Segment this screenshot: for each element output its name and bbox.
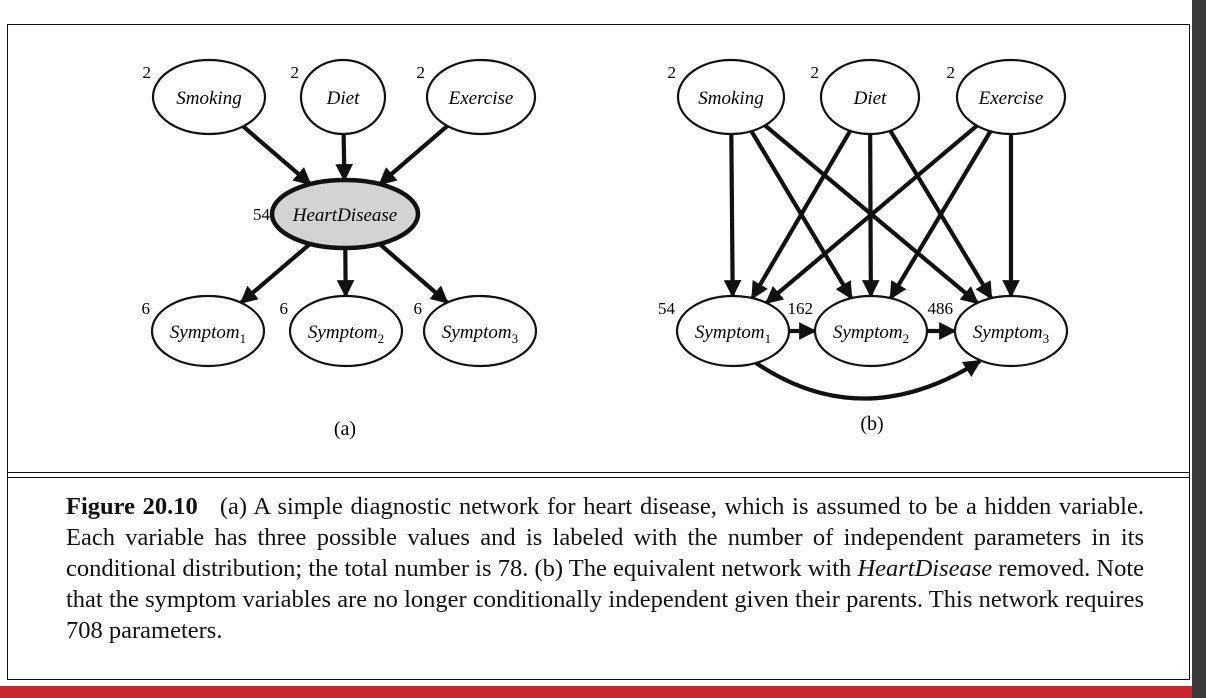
node-b-symptom2-subscript: 2	[903, 331, 910, 346]
node-a-diet-label: Diet	[326, 88, 360, 109]
node-a-smoking-label: Smoking	[176, 88, 241, 109]
node-a-diet-ellipse	[299, 58, 387, 136]
caption-divider-bottom	[8, 477, 1189, 478]
node-b-symptom3-ellipse	[953, 294, 1069, 368]
node-b-diet-ellipse	[819, 58, 921, 136]
node-a-heartdisease-label: HeartDisease	[292, 205, 397, 226]
caption-math-term: HeartDisease	[857, 555, 993, 582]
node-a-symptom3-ellipse	[422, 294, 538, 368]
node-a-heartdisease-param-count: 54	[253, 205, 271, 224]
node-b-symptom3-label: Symptom3	[973, 322, 1049, 346]
node-b-symptom2-label: Symptom2	[833, 322, 909, 346]
node-b-symptom2-param-count: 162	[788, 299, 814, 318]
edges-layer	[239, 123, 1020, 401]
node-b-symptom1-subscript: 1	[765, 331, 772, 346]
edge-a-smoking-to-heartdisease	[241, 124, 312, 186]
node-b-exercise: Exercise 2	[947, 58, 1067, 136]
node-a-symptom2-label: Symptom2	[308, 322, 384, 346]
node-a-diet: Diet 2	[291, 58, 387, 136]
window-right-edge	[1192, 0, 1206, 698]
edge-a-heartdisease-to-symptom1	[239, 242, 312, 305]
node-b-symptom1-param-count: 54	[658, 299, 676, 318]
node-b-symptom3-param-count: 486	[928, 299, 954, 318]
node-b-smoking: Smoking 2	[668, 58, 786, 136]
edge-a-heartdisease-to-symptom3	[378, 242, 449, 305]
node-b-smoking-ellipse	[676, 58, 786, 136]
node-a-symptom1-label: Symptom1	[170, 322, 246, 346]
edge-b-diet-to-symptom1	[750, 129, 852, 300]
node-a-symptom1-subscript: 1	[240, 331, 247, 346]
node-a-symptom2-ellipse	[288, 294, 404, 368]
node-b-exercise-param-count: 2	[947, 63, 956, 82]
node-a-symptom3-subscript: 3	[512, 331, 519, 346]
node-b-diet-param-count: 2	[811, 63, 820, 82]
caption-text-part2: removed. Note that the symptom variables…	[66, 555, 1144, 644]
node-b-symptom3-subscript: 3	[1043, 331, 1050, 346]
node-a-symptom3: Symptom3 6	[414, 294, 538, 368]
node-b-exercise-label: Exercise	[978, 88, 1044, 109]
caption-divider-top	[8, 472, 1189, 473]
node-a-symptom3-label: Symptom3	[442, 322, 518, 346]
node-b-diet: Diet 2	[811, 58, 921, 136]
node-a-exercise-label: Exercise	[448, 88, 514, 109]
node-a-heartdisease: HeartDisease 54	[253, 177, 421, 251]
node-b-exercise-ellipse	[955, 58, 1067, 136]
node-a-symptom2-param-count: 6	[280, 299, 289, 318]
edge-b-symptom1-to-symptom3	[754, 359, 982, 401]
node-a-symptom1-param-count: 6	[142, 299, 151, 318]
node-b-symptom2-ellipse	[813, 294, 929, 368]
edge-b-exercise-to-symptom1	[765, 124, 979, 305]
node-a-diet-param-count: 2	[291, 63, 300, 82]
nodes-layer: Smoking2Diet2Exercise2HeartDisease54Symp…	[142, 58, 1069, 368]
node-a-exercise-ellipse	[425, 58, 537, 136]
node-b-symptom1-label: Symptom1	[695, 322, 771, 346]
figure-number: Figure 20.10	[66, 493, 198, 520]
bottom-toolbar-strip	[0, 686, 1192, 698]
node-a-exercise: Exercise 2	[417, 58, 537, 136]
edge-a-diet-to-heartdisease	[335, 133, 353, 182]
edge-b-exercise-to-symptom2	[888, 130, 993, 300]
node-b-symptom1-ellipse	[675, 294, 791, 368]
diagram-b-sublabel: (b)	[860, 413, 883, 435]
node-b-smoking-label: Smoking	[698, 88, 763, 109]
node-b-symptom2: Symptom2 162	[788, 294, 929, 368]
node-a-symptom1: Symptom1 6	[142, 294, 266, 368]
node-a-symptom3-param-count: 6	[414, 299, 423, 318]
edge-b-smoking-to-symptom1	[723, 133, 742, 298]
node-b-symptom1: Symptom1 54	[658, 294, 791, 368]
node-b-symptom3: Symptom3 486	[928, 294, 1069, 368]
node-a-smoking-param-count: 2	[143, 63, 152, 82]
caption-text-part1: (a) A simple diagnostic network for hear…	[66, 493, 1144, 582]
node-a-exercise-param-count: 2	[417, 63, 426, 82]
node-b-diet-label: Diet	[853, 88, 887, 109]
node-a-heartdisease-ellipse	[269, 177, 421, 251]
figure-diagrams: Smoking2Diet2Exercise2HeartDisease54Symp…	[142, 58, 1069, 440]
node-a-symptom2: Symptom2 6	[280, 294, 404, 368]
node-a-smoking: Smoking 2	[143, 58, 267, 136]
diagram-a-sublabel: (a)	[334, 418, 356, 440]
node-a-smoking-ellipse	[151, 58, 267, 136]
node-a-symptom2-subscript: 2	[378, 331, 385, 346]
node-b-smoking-param-count: 2	[668, 63, 677, 82]
edge-a-exercise-to-heartdisease	[378, 124, 449, 186]
node-a-symptom1-ellipse	[150, 294, 266, 368]
figure-caption: Figure 20.10(a) A simple diagnostic netw…	[66, 491, 1144, 646]
